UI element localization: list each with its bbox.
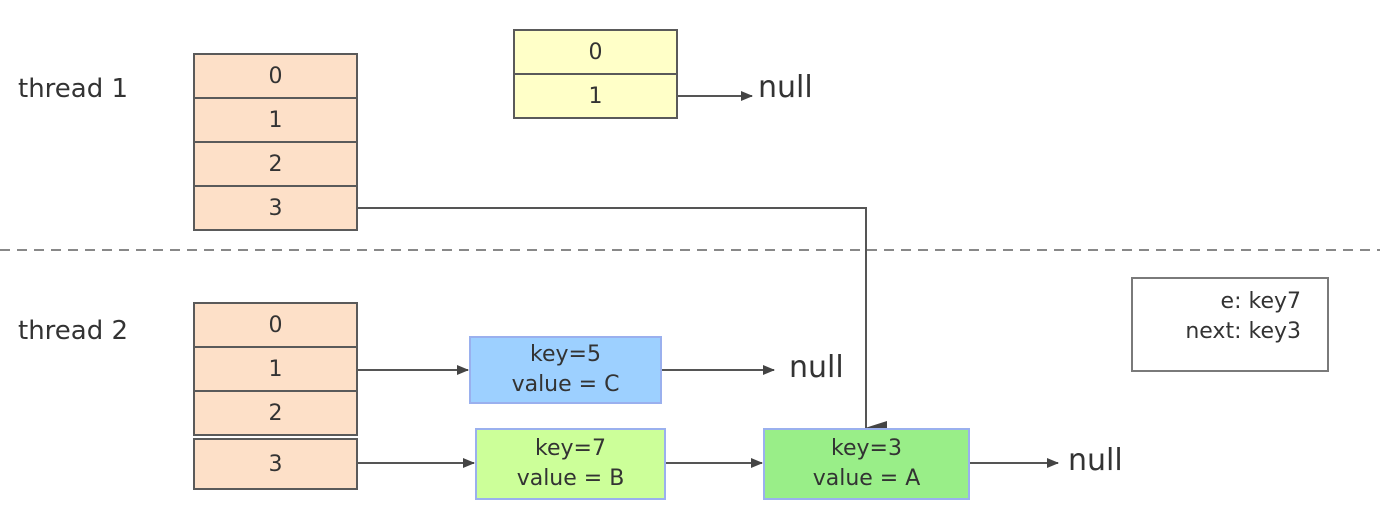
entry-node-key7: key=7 value = B	[475, 428, 666, 500]
arrow-thread1-bucket3-to-key3	[358, 207, 887, 435]
thread2-bucket-0: 0	[193, 302, 358, 348]
thread1-bucket-1: 1	[193, 97, 358, 143]
thread2-variables-box: e: key7 next: key3	[1131, 277, 1329, 372]
thread1-label: thread 1	[18, 74, 129, 104]
thread2-bucket-1: 1	[193, 346, 358, 392]
new-table-bucket-0: 0	[513, 29, 678, 75]
new-table-bucket-1: 1	[513, 73, 678, 119]
null-label-key5: null	[789, 350, 844, 385]
entry-node-key3: key=3 value = A	[763, 428, 970, 500]
thread2-label: thread 2	[18, 316, 129, 346]
entry-node-key5: key=5 value = C	[469, 336, 662, 404]
thread2-bucket-3: 3	[193, 438, 358, 490]
null-label-key3: null	[1068, 443, 1123, 478]
thread2-bucket-2: 2	[193, 390, 358, 436]
thread1-bucket-2: 2	[193, 141, 358, 187]
variable-next: next: key3	[1185, 319, 1301, 344]
variable-e: e: key7	[1220, 289, 1301, 314]
thread1-bucket-3: 3	[193, 185, 358, 231]
entry-key: key=3	[831, 436, 902, 461]
entry-value: value = C	[511, 372, 620, 397]
entry-value: value = B	[516, 466, 625, 491]
entry-value: value = A	[812, 466, 921, 491]
null-label-new-table: null	[758, 70, 813, 105]
entry-key: key=5	[530, 342, 601, 367]
entry-key: key=7	[535, 436, 606, 461]
thread1-bucket-0: 0	[193, 53, 358, 99]
